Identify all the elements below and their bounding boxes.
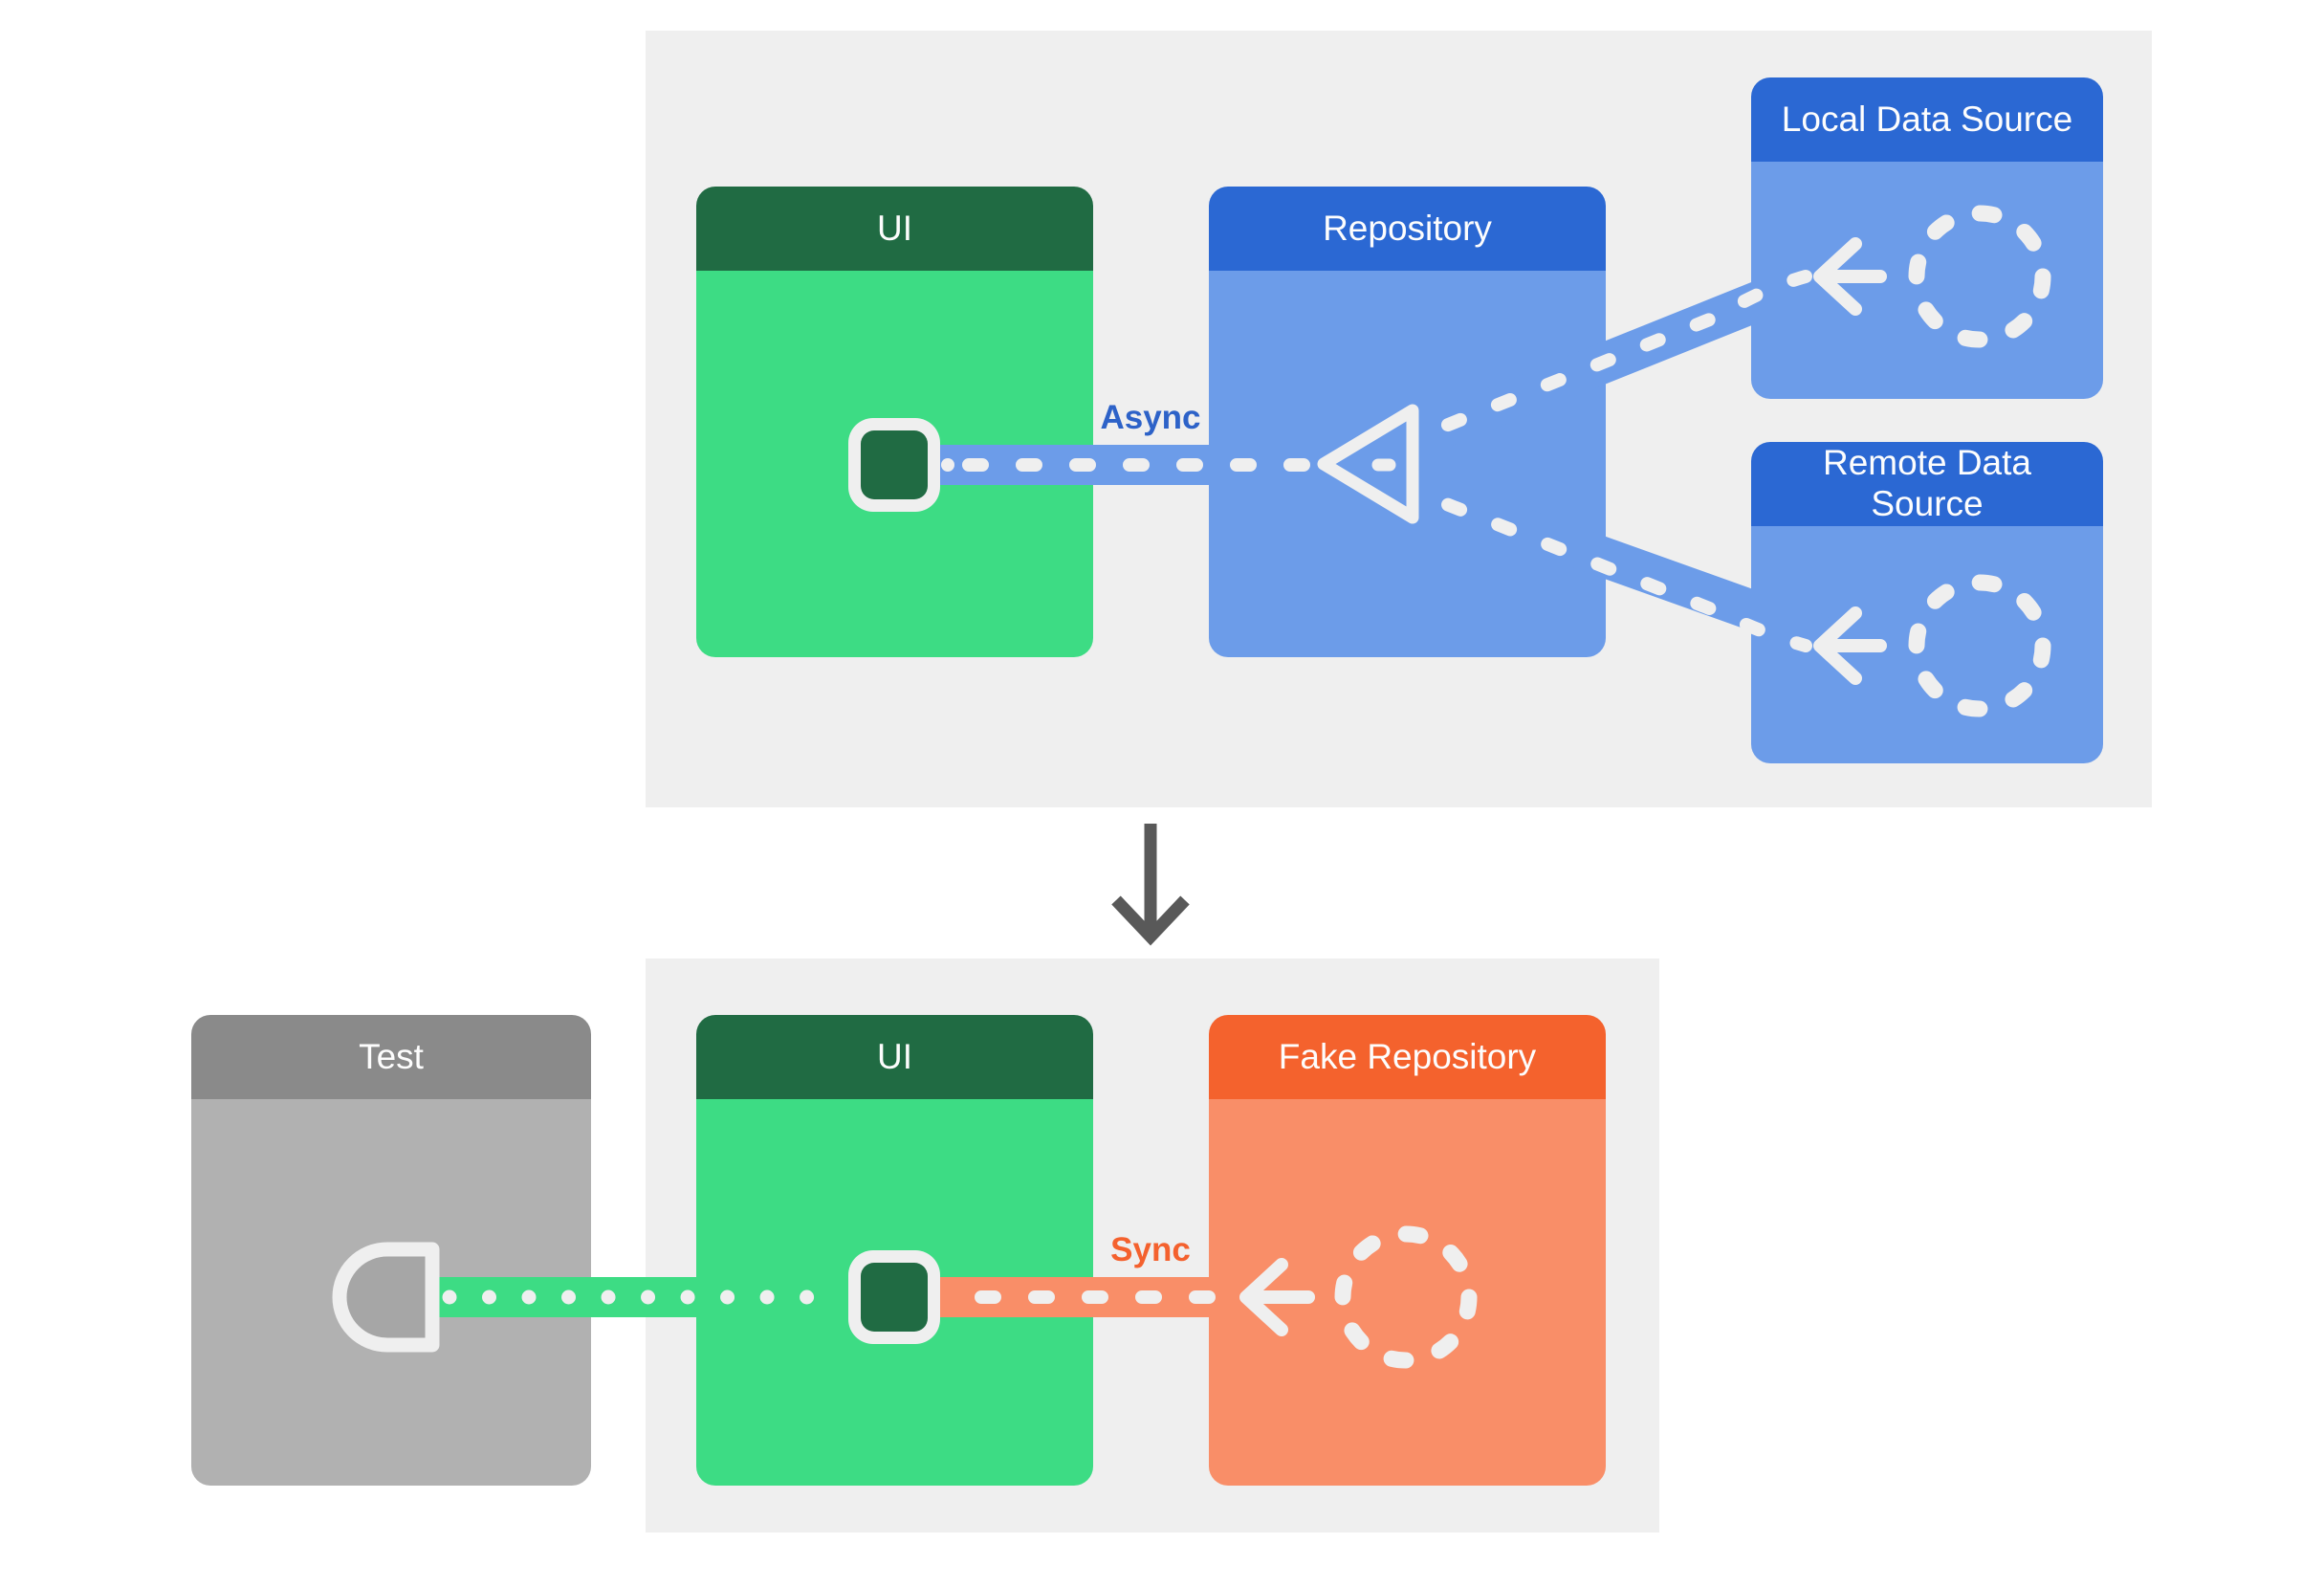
repository-card-body [1209, 271, 1606, 657]
fake-repository-card: Fake Repository [1209, 1015, 1606, 1486]
ui-card-body [696, 271, 1093, 657]
local-data-source-card: Local Data Source [1751, 77, 2103, 399]
repository-card-title: Repository [1323, 208, 1492, 248]
fake-repository-body [1209, 1099, 1606, 1486]
test-card-title: Test [359, 1036, 424, 1076]
local-data-source-title: Local Data Source [1781, 99, 2073, 139]
repository-card: Repository [1209, 187, 1606, 657]
ui-card-title: UI [877, 208, 912, 248]
remote-data-source-body [1751, 526, 2103, 763]
ui-card-under-test: UI [696, 1015, 1093, 1486]
ui-under-test-title: UI [877, 1036, 912, 1076]
ui-under-test-header: UI [696, 1015, 1093, 1099]
ui-under-test-body [696, 1099, 1093, 1486]
async-label: Async [1100, 399, 1201, 436]
test-card-header: Test [191, 1015, 591, 1099]
local-data-source-body [1751, 162, 2103, 399]
remote-data-source-card: Remote Data Source [1751, 442, 2103, 763]
local-data-source-header: Local Data Source [1751, 77, 2103, 162]
remote-data-source-header: Remote Data Source [1751, 442, 2103, 526]
fake-repository-title: Fake Repository [1278, 1036, 1537, 1076]
down-arrow-icon [1111, 824, 1190, 946]
test-card: Test [191, 1015, 591, 1486]
ui-card-header: UI [696, 187, 1093, 271]
ui-card: UI [696, 187, 1093, 657]
repository-card-header: Repository [1209, 187, 1606, 271]
test-card-body [191, 1099, 591, 1486]
fake-repository-header: Fake Repository [1209, 1015, 1606, 1099]
sync-label: Sync [1110, 1231, 1191, 1268]
remote-data-source-title: Remote Data Source [1823, 443, 2031, 523]
